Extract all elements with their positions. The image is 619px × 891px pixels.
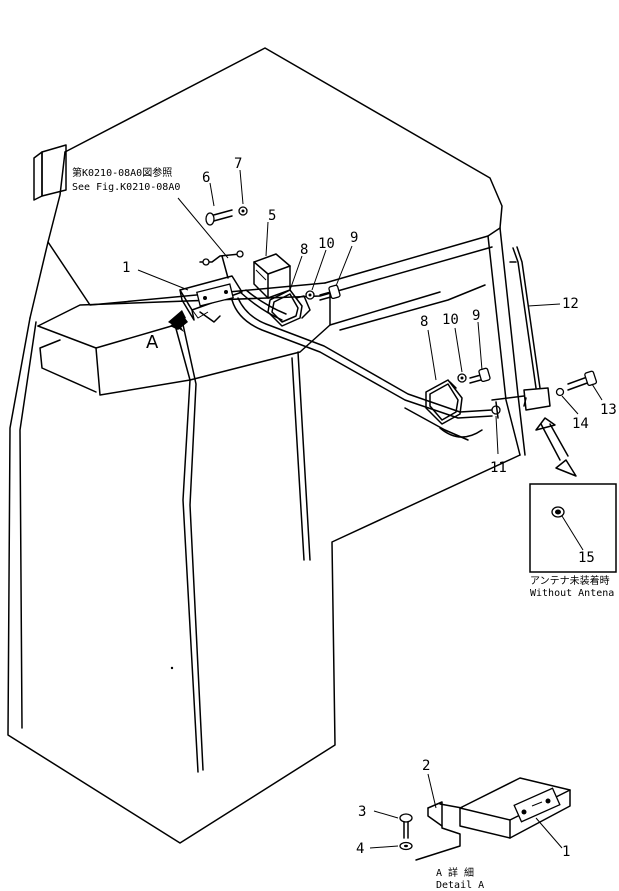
antenna <box>491 246 551 419</box>
detail-caption-en: Detail A <box>436 880 484 891</box>
callout-11: 11 <box>490 460 507 476</box>
view-label-a: A <box>146 332 159 353</box>
antenna-bolt <box>555 370 598 397</box>
callout-3: 3 <box>358 804 366 820</box>
speaker-box <box>253 253 291 299</box>
double-arrow <box>535 417 577 477</box>
radio-connectors <box>199 250 244 279</box>
callout-10-right: 10 <box>442 312 459 328</box>
callout-6: 6 <box>202 170 210 186</box>
inset-caption-jp: アンテナ未装着時 <box>530 574 610 587</box>
detail-a-drawing <box>399 777 571 861</box>
callout-8-right: 8 <box>420 314 428 330</box>
callout-7: 7 <box>234 156 242 172</box>
leader-lines <box>137 169 603 849</box>
callout-12: 12 <box>562 296 579 312</box>
callout-14: 14 <box>572 416 589 432</box>
callout-9-left: 9 <box>350 230 358 246</box>
callout-1-detail: 1 <box>562 844 570 860</box>
reference-en: See Fig.K0210-08A0 <box>72 182 180 193</box>
callout-8-left: 8 <box>300 242 308 258</box>
speaker-right <box>425 379 463 425</box>
callout-2: 2 <box>422 758 430 774</box>
detail-caption-jp: A 詳 細 <box>436 866 474 879</box>
reference-jp: 第K0210-08A0図参照 <box>72 166 172 179</box>
inset-box <box>529 483 617 573</box>
screw-and-washer <box>205 206 248 226</box>
callout-10-left: 10 <box>318 236 335 252</box>
view-arrow-a <box>168 310 188 332</box>
callout-4: 4 <box>356 841 364 857</box>
callout-5: 5 <box>268 208 276 224</box>
callout-15: 15 <box>578 550 595 566</box>
callout-1: 1 <box>122 260 130 276</box>
wiring-harness <box>231 289 493 419</box>
bolts <box>319 284 491 384</box>
radio-unit <box>179 275 243 323</box>
callout-13: 13 <box>600 402 617 418</box>
callout-9-right: 9 <box>472 308 480 324</box>
inset-caption-en: Without Antena <box>530 588 614 599</box>
cab-body <box>7 47 526 844</box>
washers <box>305 290 467 383</box>
